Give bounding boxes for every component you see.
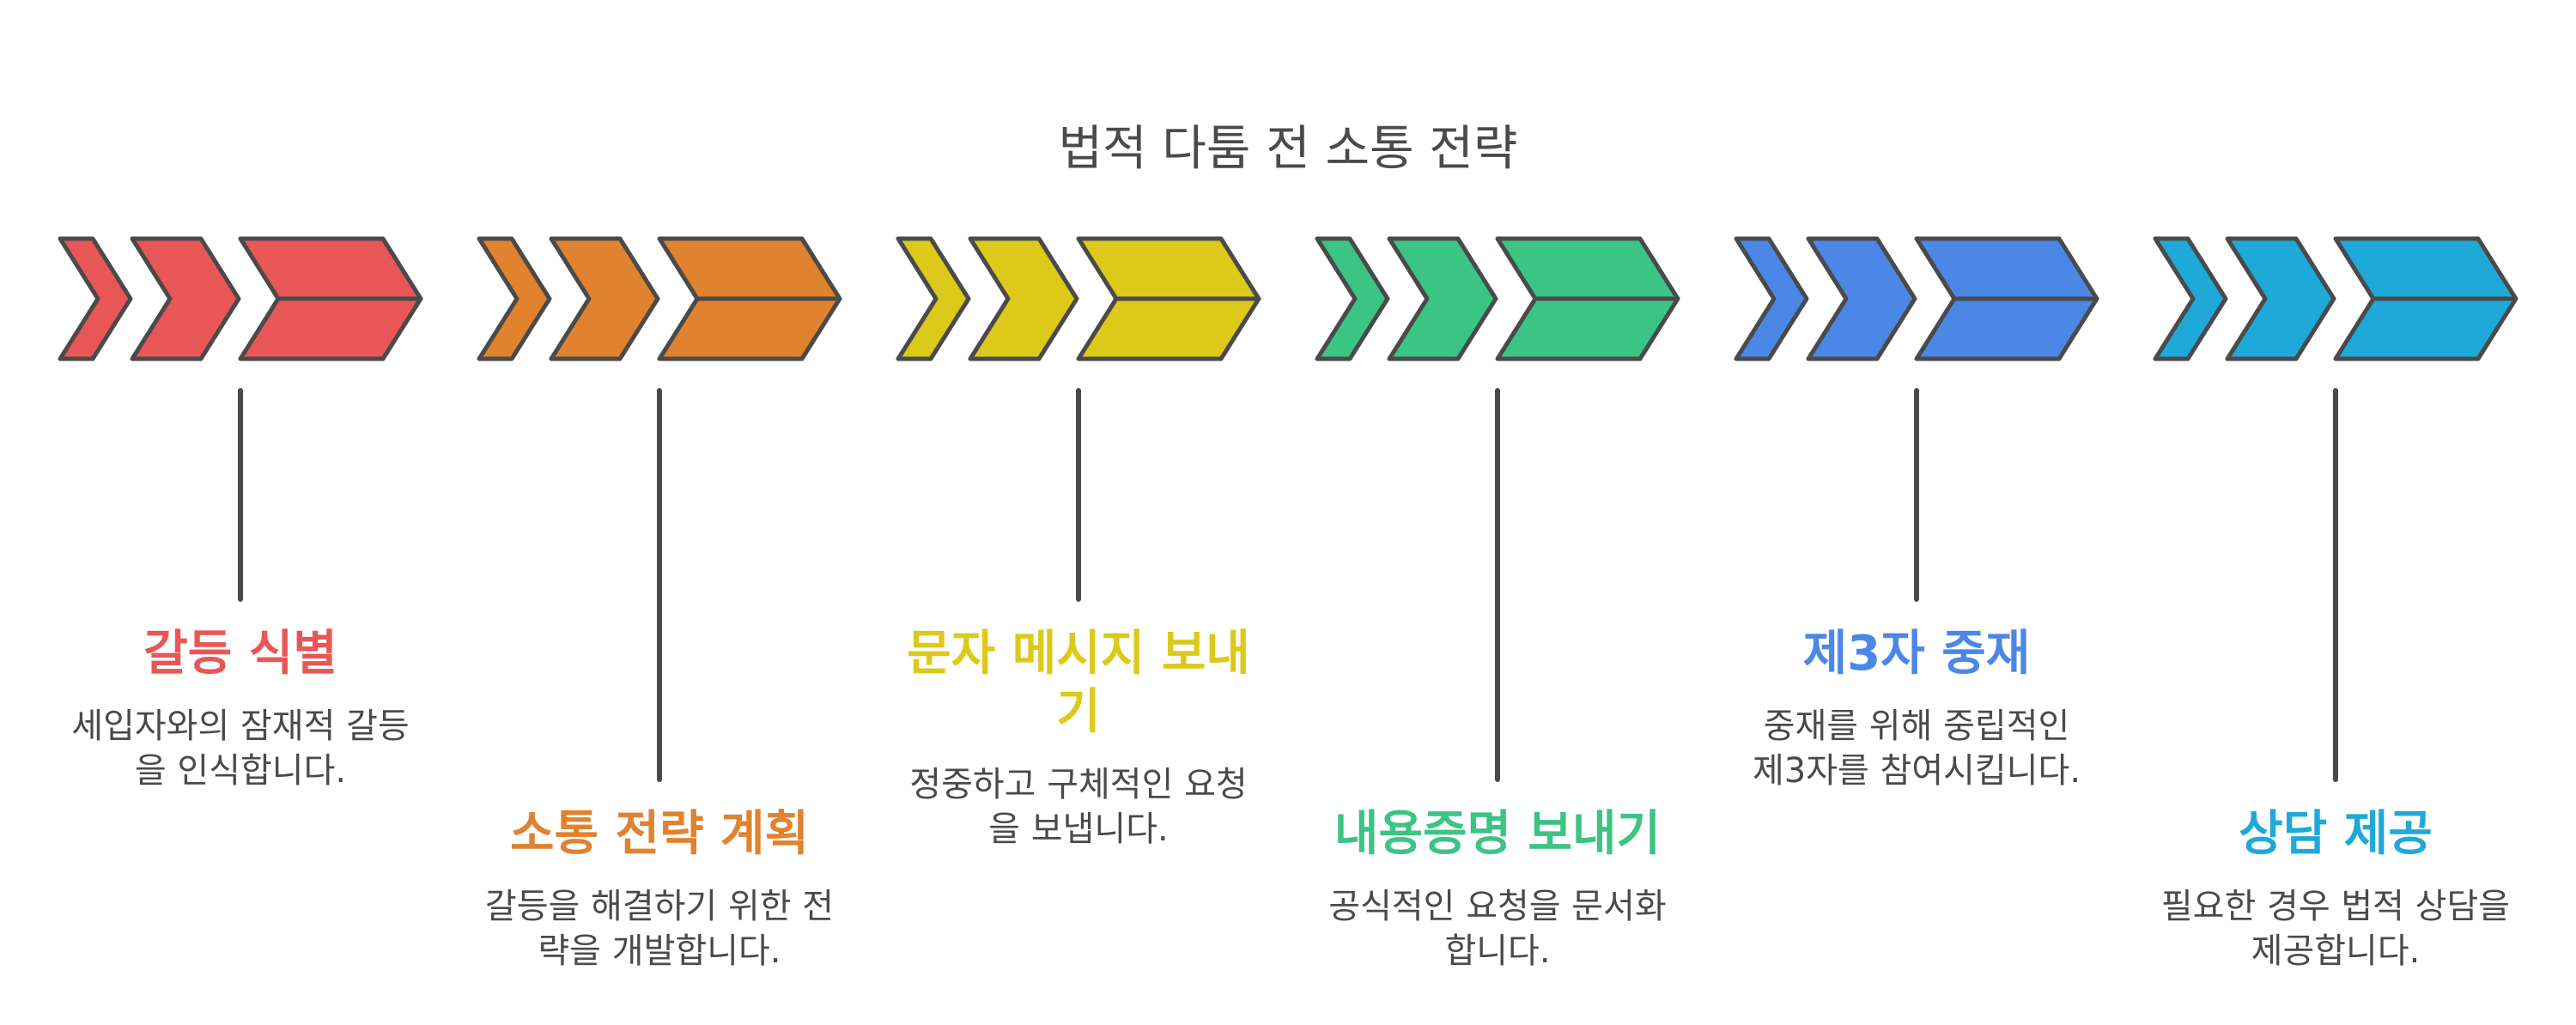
step-3-chevron-small — [896, 236, 971, 361]
step-2-text: 소통 전략 계획 갈등을 해결하기 위한 전략을 개발합니다. — [471, 805, 848, 973]
step-3-title: 문자 메시지 보내기 — [907, 626, 1250, 740]
step-5-description: 중재를 위해 중립적인 제3자를 참여시킵니다. — [1752, 707, 2081, 791]
step-5-chevron-small — [1734, 236, 1809, 361]
step-5-title: 제3자 중재 — [1802, 626, 2031, 682]
step-2-chevron-small — [477, 236, 552, 361]
step-1-title: 갈등 식별 — [143, 626, 337, 682]
step-4-chevron-medium — [1387, 236, 1498, 361]
step-5-text: 제3자 중재 중재를 위해 중립적인 제3자를 참여시킵니다. — [1728, 625, 2105, 793]
step-6-description: 필요한 경우 법적 상담을 제공합니다. — [2160, 887, 2511, 971]
step-3-description: 정중하고 구체적인 요청을 보냅니다. — [909, 765, 1248, 849]
step-4-text: 내용증명 보내기 공식적인 요청을 문서화합니다. — [1309, 805, 1686, 973]
diagram-title: 법적 다툼 전 소통 전략 — [1058, 121, 1518, 177]
step-2-description: 갈등을 해결하기 위한 전략을 개발합니다. — [484, 887, 835, 971]
step-2-title: 소통 전략 계획 — [509, 806, 810, 862]
step-4-chevron-small — [1315, 236, 1390, 361]
step-3-text: 문자 메시지 보내기 정중하고 구체적인 요청을 보냅니다. — [890, 625, 1267, 852]
step-4-title: 내용증명 보내기 — [1334, 806, 1662, 862]
step-4-description: 공식적인 요청을 문서화합니다. — [1328, 887, 1667, 971]
step-3-chevron-medium — [968, 236, 1079, 361]
step-1-text: 갈등 식별 세입자와의 잠재적 갈등을 인식합니다. — [52, 625, 429, 793]
step-1-chevron-small — [58, 236, 133, 361]
step-6-title: 상담 제공 — [2239, 806, 2433, 862]
step-1-chevron-medium — [130, 236, 241, 361]
step-6-chevron-small — [2153, 236, 2228, 361]
step-1-description: 세입자와의 잠재적 갈등을 인식합니다. — [71, 707, 410, 791]
step-2-chevron-medium — [549, 236, 660, 361]
step-6-chevron-medium — [2225, 236, 2336, 361]
step-5-chevron-medium — [1806, 236, 1917, 361]
step-6-text: 상담 제공 필요한 경우 법적 상담을 제공합니다. — [2147, 805, 2524, 973]
